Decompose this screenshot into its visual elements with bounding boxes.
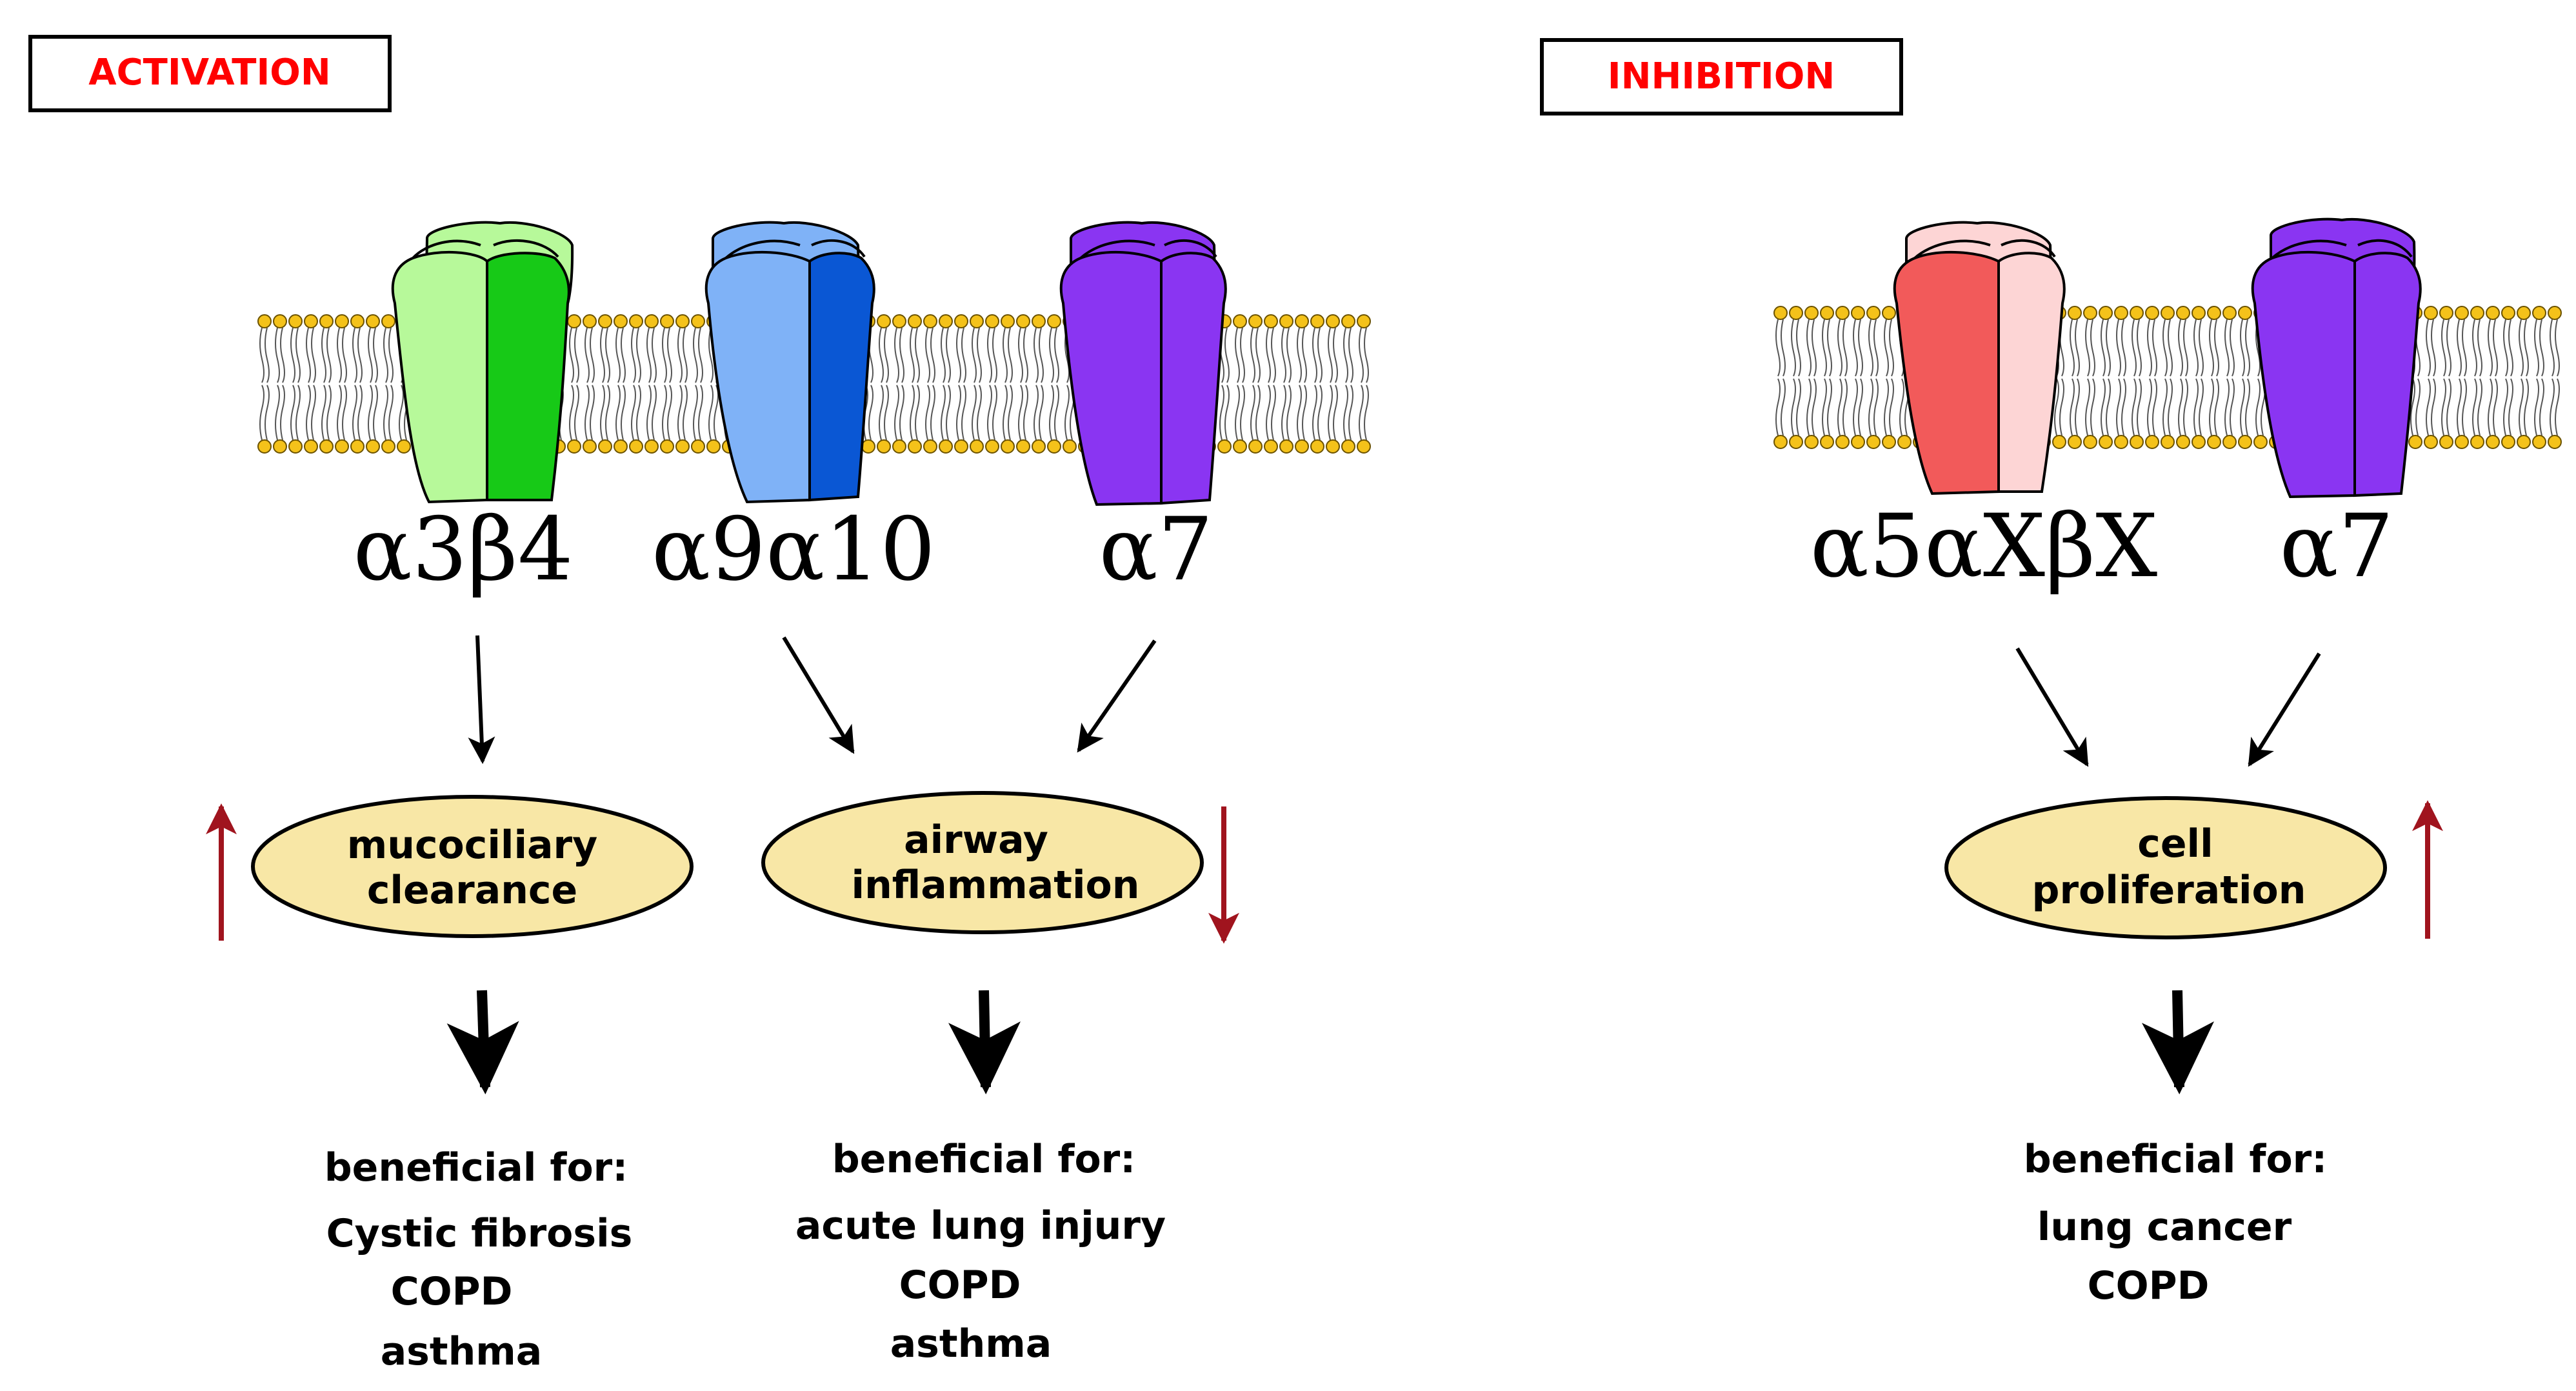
pathway-arrow-a7-inhibition	[2248, 652, 2321, 767]
inhibition-title: INHIBITION	[1608, 55, 1835, 97]
benefit-item: COPD	[391, 1269, 513, 1314]
activation-title-box: ACTIVATION	[28, 35, 392, 112]
effect-label-line1: mucociliary	[347, 823, 597, 868]
outcome-arrow-proliferation	[2141, 990, 2214, 1095]
receptor-label-a3b4: α3β4	[354, 499, 574, 600]
effect-cell-proliferation: cell proliferation	[1944, 796, 2387, 939]
benefit-block-mucociliary: beneficial for: Cystic fibrosis COPD ast…	[324, 1145, 633, 1374]
benefit-block-proliferation: beneficial for: lung cancer COPD	[2024, 1137, 2328, 1308]
receptor-a3b4-channel	[391, 221, 574, 504]
pathway-arrow-a5aXbX	[2015, 647, 2089, 767]
benefit-item: lung cancer	[2037, 1205, 2292, 1250]
benefit-item: Cystic fibrosis	[326, 1211, 633, 1256]
pathway-arrow-a9a10	[782, 636, 855, 754]
effect-label-line2: clearance	[367, 868, 577, 913]
receptor-a7-inhibition-channel	[2251, 217, 2422, 499]
effect-airway-inflammation: airway inflammation	[761, 791, 1204, 934]
inhibition-title-box: INHIBITION	[1540, 38, 1903, 115]
cell-membrane-right	[1773, 306, 2562, 449]
pathway-arrow-a3b4	[468, 635, 495, 765]
benefit-item: COPD	[899, 1263, 1021, 1308]
outcome-arrow-inflammation	[948, 990, 1021, 1095]
receptor-label-a9a10: α9α10	[652, 499, 935, 600]
effect-label-line1: airway	[904, 817, 1048, 863]
pathway-arrow-a7	[1077, 639, 1157, 753]
benefit-heading: beneficial for:	[324, 1145, 628, 1190]
benefit-block-inflammation: beneficial for: acute lung injury COPD a…	[795, 1137, 1166, 1366]
effect-mucociliary-clearance: mucociliary clearance	[251, 795, 694, 938]
receptor-label-a5aXbX: α5αXβX	[1810, 495, 2157, 597]
receptor-label-a7-inhibition: α7	[2279, 495, 2393, 597]
receptor-a7-channel	[1059, 221, 1227, 506]
outcome-arrow-mucociliary	[446, 990, 519, 1095]
benefit-item: asthma	[890, 1321, 1052, 1366]
receptor-label-a7: α7	[1099, 499, 1213, 600]
receptor-a9a10-channel	[704, 221, 875, 504]
activation-title: ACTIVATION	[88, 52, 331, 94]
benefit-item: acute lung injury	[795, 1203, 1166, 1248]
benefit-heading: beneficial for:	[832, 1137, 1136, 1182]
effect-label-line1: cell	[2137, 821, 2213, 866]
benefit-heading: beneficial for:	[2024, 1137, 2328, 1182]
benefit-item: asthma	[381, 1329, 543, 1374]
receptor-a5aXbX-channel	[1893, 221, 2066, 495]
effect-label-line2: proliferation	[2032, 868, 2306, 913]
effect-label-line2: inflammation	[852, 863, 1140, 908]
benefit-item: COPD	[2088, 1263, 2210, 1308]
